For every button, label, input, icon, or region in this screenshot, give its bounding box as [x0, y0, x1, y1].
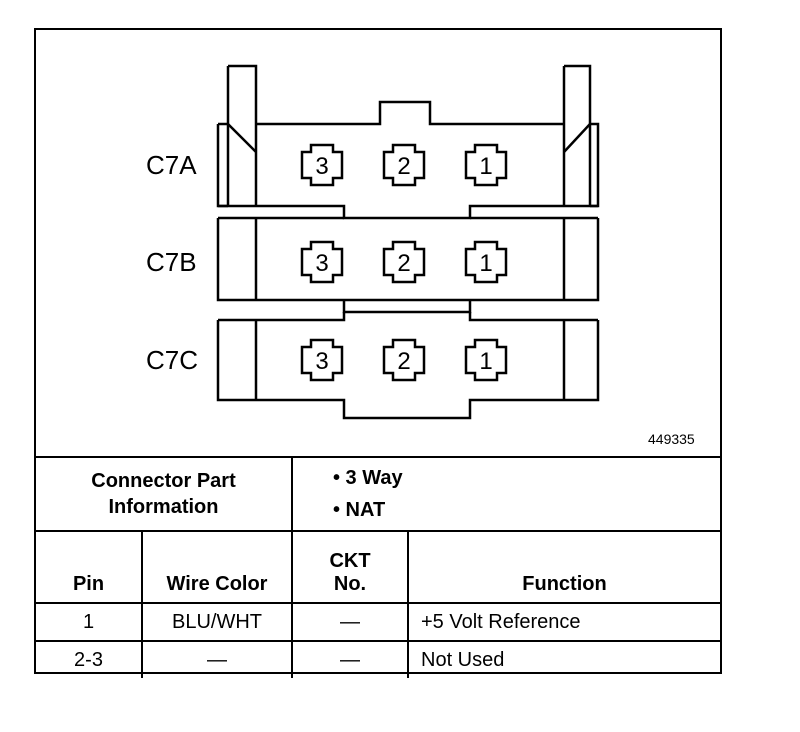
- pin-number: 1: [479, 348, 492, 375]
- header-function: Function: [407, 530, 720, 604]
- wire-color-cell: —: [141, 640, 293, 678]
- pin-cavity: [464, 143, 508, 187]
- header-pin: Pin: [36, 530, 143, 604]
- pin-number: 1: [479, 250, 492, 277]
- pin-cell: 1: [36, 602, 143, 642]
- connector-label-c7c: C7C: [146, 345, 198, 375]
- pin-cavity: [382, 143, 426, 187]
- function-cell: Not Used: [407, 640, 720, 678]
- pin-cavity: [464, 240, 508, 284]
- connector-label-c7a: C7A: [146, 150, 197, 180]
- wire-color-cell: BLU/WHT: [141, 602, 293, 642]
- pin-cavity: [382, 338, 426, 382]
- pin-number: 3: [315, 153, 328, 180]
- connector-info-table: Connector Part Information • 3 Way • NAT…: [36, 456, 720, 678]
- connector-body-c7a: [216, 64, 600, 220]
- connector-part-title: Connector Part Information: [91, 470, 236, 518]
- ckt-cell: —: [291, 640, 409, 678]
- pin-number: 3: [315, 348, 328, 375]
- connector-label-c7b: C7B: [146, 247, 197, 277]
- table-row: 1 BLU/WHT — +5 Volt Reference: [36, 602, 720, 642]
- figure-number: 449335: [648, 431, 695, 447]
- pin-number: 2: [397, 153, 410, 180]
- pin-number: 1: [479, 153, 492, 180]
- bullet-nat: • NAT: [333, 499, 386, 521]
- ckt-cell: —: [291, 602, 409, 642]
- pin-cavity: [300, 338, 344, 382]
- connector-body-c7c: [216, 312, 600, 420]
- connector-part-info-cell: Connector Part Information: [36, 456, 293, 532]
- pin-number: 2: [397, 250, 410, 277]
- header-wire-color: Wire Color: [141, 530, 293, 604]
- pin-cavity: [300, 240, 344, 284]
- pin-cavity: [382, 240, 426, 284]
- pin-number: 3: [315, 250, 328, 277]
- bullet-3way: • 3 Way: [333, 467, 403, 489]
- connector-body-c7b: [216, 216, 600, 314]
- pin-number: 2: [397, 348, 410, 375]
- function-cell: +5 Volt Reference: [407, 602, 720, 642]
- pin-cell: 2-3: [36, 640, 143, 678]
- pin-cavity: [464, 338, 508, 382]
- header-ckt: CKT No.: [291, 530, 409, 604]
- connector-bullets-cell: • 3 Way • NAT: [291, 456, 720, 532]
- table-row: 2-3 — — Not Used: [36, 640, 720, 678]
- pin-cavity: [300, 143, 344, 187]
